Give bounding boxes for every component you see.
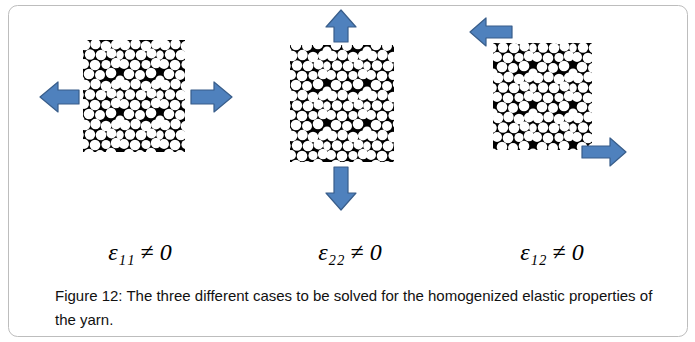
microstructure-image: [493, 43, 592, 150]
figure-caption: Figure 12: The three different cases to …: [55, 284, 673, 332]
strain-label: ε₁₁ ≠ 0: [108, 238, 171, 266]
shear-arrow: [470, 18, 512, 46]
strain-label: ε₂₂ ≠ 0: [318, 238, 381, 266]
load-arrow: [326, 10, 356, 42]
strain-label: ε₁₂ ≠ 0: [520, 238, 583, 266]
shear-arrow: [582, 138, 626, 166]
microstructure-image: [290, 45, 394, 162]
load-arrow: [326, 167, 356, 210]
load-arrow: [191, 82, 232, 112]
figure-frame: [9, 6, 688, 337]
load-arrow: [40, 82, 79, 112]
microstructure-image: [83, 40, 185, 152]
